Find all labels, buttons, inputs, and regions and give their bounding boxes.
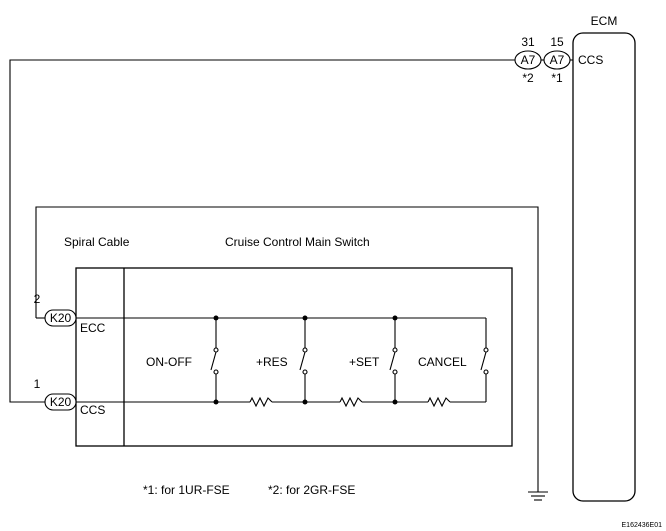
wire-ccs-to-ecm bbox=[9, 59, 515, 403]
switch-assembly: Spiral Cable Cruise Control Main Switch bbox=[64, 235, 513, 447]
junction-dot bbox=[213, 399, 219, 405]
a7-pin-15-number: 15 bbox=[550, 35, 564, 49]
resistor-icon bbox=[427, 396, 451, 408]
k20-pin-2-number: 2 bbox=[34, 292, 41, 306]
k20-pin-2: 2 K20 ECC bbox=[34, 292, 106, 335]
a7-pin-15-code: A7 bbox=[550, 53, 565, 67]
switch-label-set: +SET bbox=[349, 355, 380, 369]
terminal-ecc: ECC bbox=[80, 321, 106, 335]
wire-ground bbox=[35, 206, 539, 492]
switch-assembly-box bbox=[75, 267, 513, 447]
switch-cancel: CANCEL bbox=[418, 318, 489, 402]
switch-label-on-off: ON-OFF bbox=[146, 355, 192, 369]
main-switch-label: Cruise Control Main Switch bbox=[225, 235, 370, 249]
spiral-cable-label: Spiral Cable bbox=[64, 235, 130, 249]
a7-pin-31-note: *2 bbox=[522, 71, 534, 85]
junction-dot bbox=[302, 399, 308, 405]
footnote-2: *2: for 2GR-FSE bbox=[268, 483, 355, 497]
switch-contact-icon bbox=[480, 351, 487, 371]
junction-dot bbox=[392, 399, 398, 405]
footnote-1: *1: for 1UR-FSE bbox=[143, 483, 230, 497]
a7-pin-31-number: 31 bbox=[521, 35, 535, 49]
a7-pin-15-note: *1 bbox=[551, 71, 563, 85]
figure-id: E162436E01 bbox=[622, 522, 663, 529]
ground-icon bbox=[528, 491, 548, 501]
k20-pin-2-code: K20 bbox=[50, 311, 72, 325]
a7-pin-31-code: A7 bbox=[521, 53, 536, 67]
ecm-title: ECM bbox=[591, 14, 618, 28]
switch-res: +RES bbox=[256, 315, 308, 405]
junction-dot bbox=[392, 315, 398, 321]
k20-pin-1-code: K20 bbox=[50, 395, 72, 409]
k20-pin-1: 1 K20 CCS bbox=[34, 377, 106, 417]
junction-dot bbox=[302, 315, 308, 321]
k20-pin-1-number: 1 bbox=[34, 377, 41, 391]
resistor-icon bbox=[249, 396, 273, 408]
switch-set: +SET bbox=[349, 315, 398, 405]
resistor-icon bbox=[339, 396, 363, 408]
switch-contact-icon bbox=[299, 351, 306, 371]
terminal-ccs: CCS bbox=[80, 403, 105, 417]
connector-a7: 31 A7 *2 15 A7 *1 bbox=[514, 35, 571, 85]
junction-dot bbox=[213, 315, 219, 321]
ecm-terminal-ccs: CCS bbox=[578, 53, 603, 67]
switch-label-cancel: CANCEL bbox=[418, 355, 467, 369]
ecm-unit: ECM CCS bbox=[572, 14, 636, 502]
switch-contact-icon bbox=[210, 351, 217, 371]
switch-label-res: +RES bbox=[256, 355, 288, 369]
switch-on-off: ON-OFF bbox=[146, 315, 219, 405]
switch-contact-icon bbox=[389, 351, 396, 371]
